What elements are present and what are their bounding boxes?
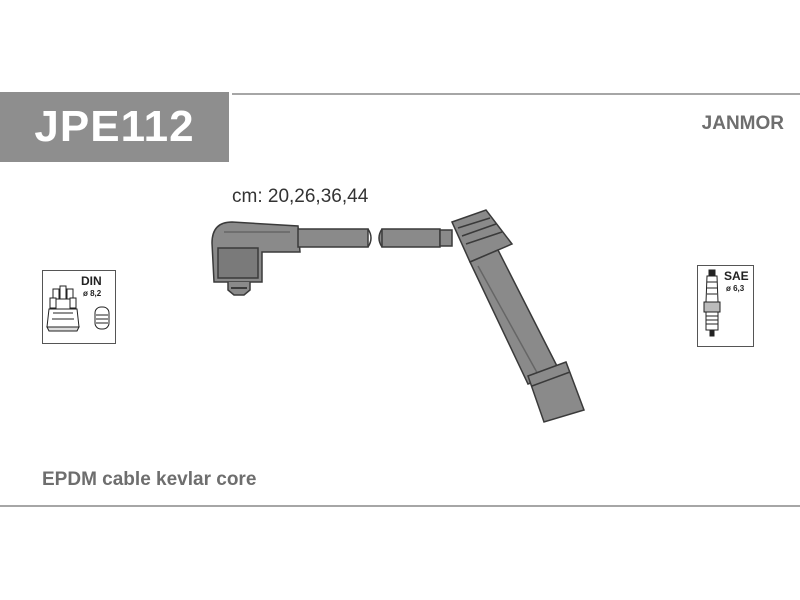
sae-spec-box: SAE ø 6,3 <box>697 265 754 347</box>
din-spec: ø 8,2 <box>83 289 102 298</box>
sae-label: SAE <box>724 269 749 283</box>
cable-lengths-label: cm: 20,26,36,44 <box>232 186 369 207</box>
cable-segment-right <box>378 228 453 248</box>
brand-name: JANMOR <box>701 113 784 134</box>
din-label: DIN <box>81 274 102 288</box>
bottom-divider <box>0 505 800 507</box>
cable-segment-left <box>297 228 372 248</box>
spark-plug-icon <box>703 269 721 337</box>
spark-plug-boot-icon <box>450 209 585 423</box>
cable-description: EPDM cable kevlar core <box>42 469 257 490</box>
din-spec-box: DIN ø 8,2 <box>42 270 116 344</box>
distributor-cap-icon <box>46 285 110 332</box>
part-code-box: JPE112 <box>0 92 229 162</box>
distributor-boot-icon <box>211 221 301 296</box>
part-code: JPE112 <box>34 102 195 151</box>
sae-spec: ø 6,3 <box>726 284 745 293</box>
top-divider <box>232 93 800 95</box>
